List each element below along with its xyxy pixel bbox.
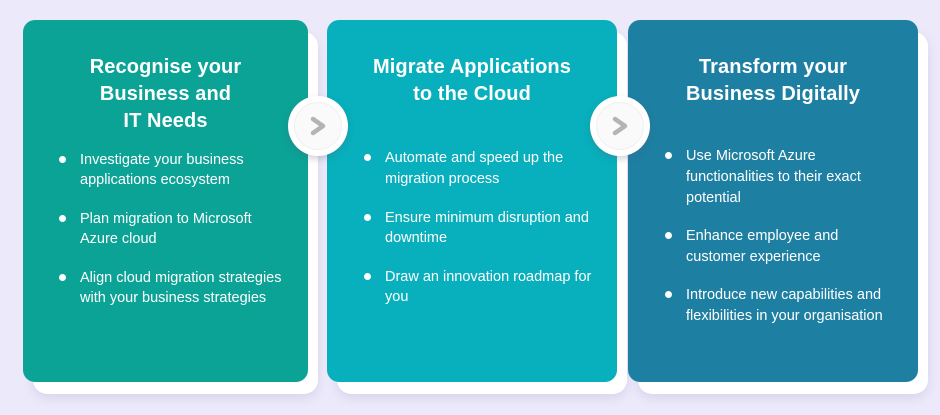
list-item: Investigate your business applications e… — [54, 150, 286, 191]
list-item: Use Microsoft Azure functionalities to t… — [660, 146, 894, 208]
list-item: Ensure minimum disruption and downtime — [359, 208, 593, 249]
card-title-line: to the Cloud — [413, 83, 531, 106]
list-item-label: Automate and speed up the migration proc… — [385, 150, 564, 187]
list-item-label: Ensure minimum disruption and downtime — [385, 209, 589, 247]
list-item-label: Enhance employee and customer experience — [686, 228, 839, 265]
chevron-right-icon — [609, 114, 631, 138]
card-bullet-list: Investigate your business applications e… — [41, 150, 290, 309]
list-item: Draw an innovation roadmap for you — [359, 267, 593, 308]
list-item: Plan migration to Microsoft Azure cloud — [54, 209, 286, 250]
card-title-line: Recognise your — [89, 56, 242, 78]
step-connector-2 — [590, 96, 650, 156]
list-item: Align cloud migration strategies with yo… — [54, 268, 286, 309]
bullet-dot-icon — [364, 272, 371, 280]
bullet-dot-icon — [59, 155, 66, 163]
connector-inner-circle — [596, 102, 644, 150]
card-title-line: Transform your — [698, 56, 848, 78]
list-item: Enhance employee and customer experience — [660, 226, 894, 267]
step-card-transform[interactable]: Transform your Business Digitally Use Mi… — [628, 20, 918, 382]
bullet-dot-icon — [665, 232, 672, 240]
list-item-label: Use Microsoft Azure functionalities to t… — [686, 148, 861, 206]
step-card-migrate[interactable]: Migrate Applications to the Cloud Automa… — [327, 20, 617, 382]
list-item-label: Plan migration to Microsoft Azure cloud — [80, 210, 252, 248]
list-item: Introduce new capabilities and flexibili… — [660, 285, 894, 326]
card-title: Migrate Applications to the Cloud — [345, 20, 599, 108]
bullet-dot-icon — [364, 154, 371, 162]
connector-inner-circle — [294, 102, 342, 150]
card-title-line: Migrate Applications — [373, 56, 571, 78]
list-item-label: Align cloud migration strategies with yo… — [80, 269, 282, 307]
bullet-dot-icon — [665, 291, 672, 299]
list-item-label: Draw an innovation roadmap for you — [385, 268, 592, 306]
step-connector-1 — [288, 96, 348, 156]
bullet-dot-icon — [665, 152, 672, 160]
card-title-line: Business Digitally — [685, 83, 861, 106]
list-item-label: Introduce new capabilities and flexibili… — [686, 287, 883, 324]
card-title-line: IT Needs — [123, 110, 208, 133]
list-item-label: Investigate your business applications e… — [80, 151, 244, 189]
card-bullet-list: Automate and speed up the migration proc… — [345, 148, 599, 307]
card-title: Transform your Business Digitally — [646, 20, 900, 108]
bullet-dot-icon — [59, 214, 66, 222]
bullet-dot-icon — [59, 273, 66, 281]
card-bullet-list: Use Microsoft Azure functionalities to t… — [646, 146, 900, 326]
step-card-recognise[interactable]: Recognise your Business and IT Needs Inv… — [23, 20, 308, 382]
chevron-right-icon — [307, 114, 329, 138]
bullet-dot-icon — [364, 213, 371, 221]
list-item: Automate and speed up the migration proc… — [359, 148, 593, 189]
card-title: Recognise your Business and IT Needs — [41, 20, 290, 136]
card-title-line: Business and — [99, 83, 232, 106]
